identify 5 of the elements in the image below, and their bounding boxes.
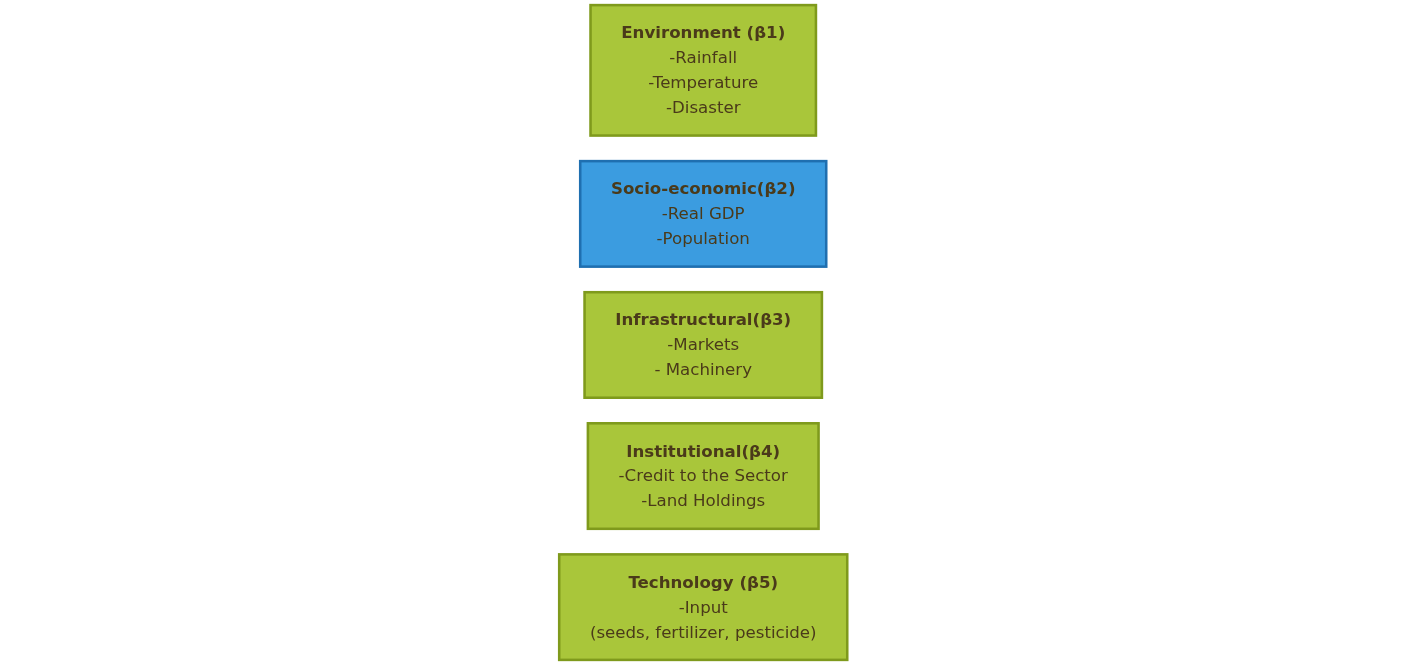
- node-box: Institutional(β4) -Credit to the Sector -Land Holdings: [586, 422, 821, 531]
- node-box: Socio-economic(β2) -Real GDP -Population: [579, 159, 828, 268]
- node-box: Environment (β1) -Rainfall -Temperature -Disaster: [589, 3, 818, 137]
- node-box: Technology (β5) -Input (seeds, fertilizer, pesticide): [558, 553, 849, 662]
- node-box: Infrastructural(β3) -Markets - Machinery: [583, 290, 824, 399]
